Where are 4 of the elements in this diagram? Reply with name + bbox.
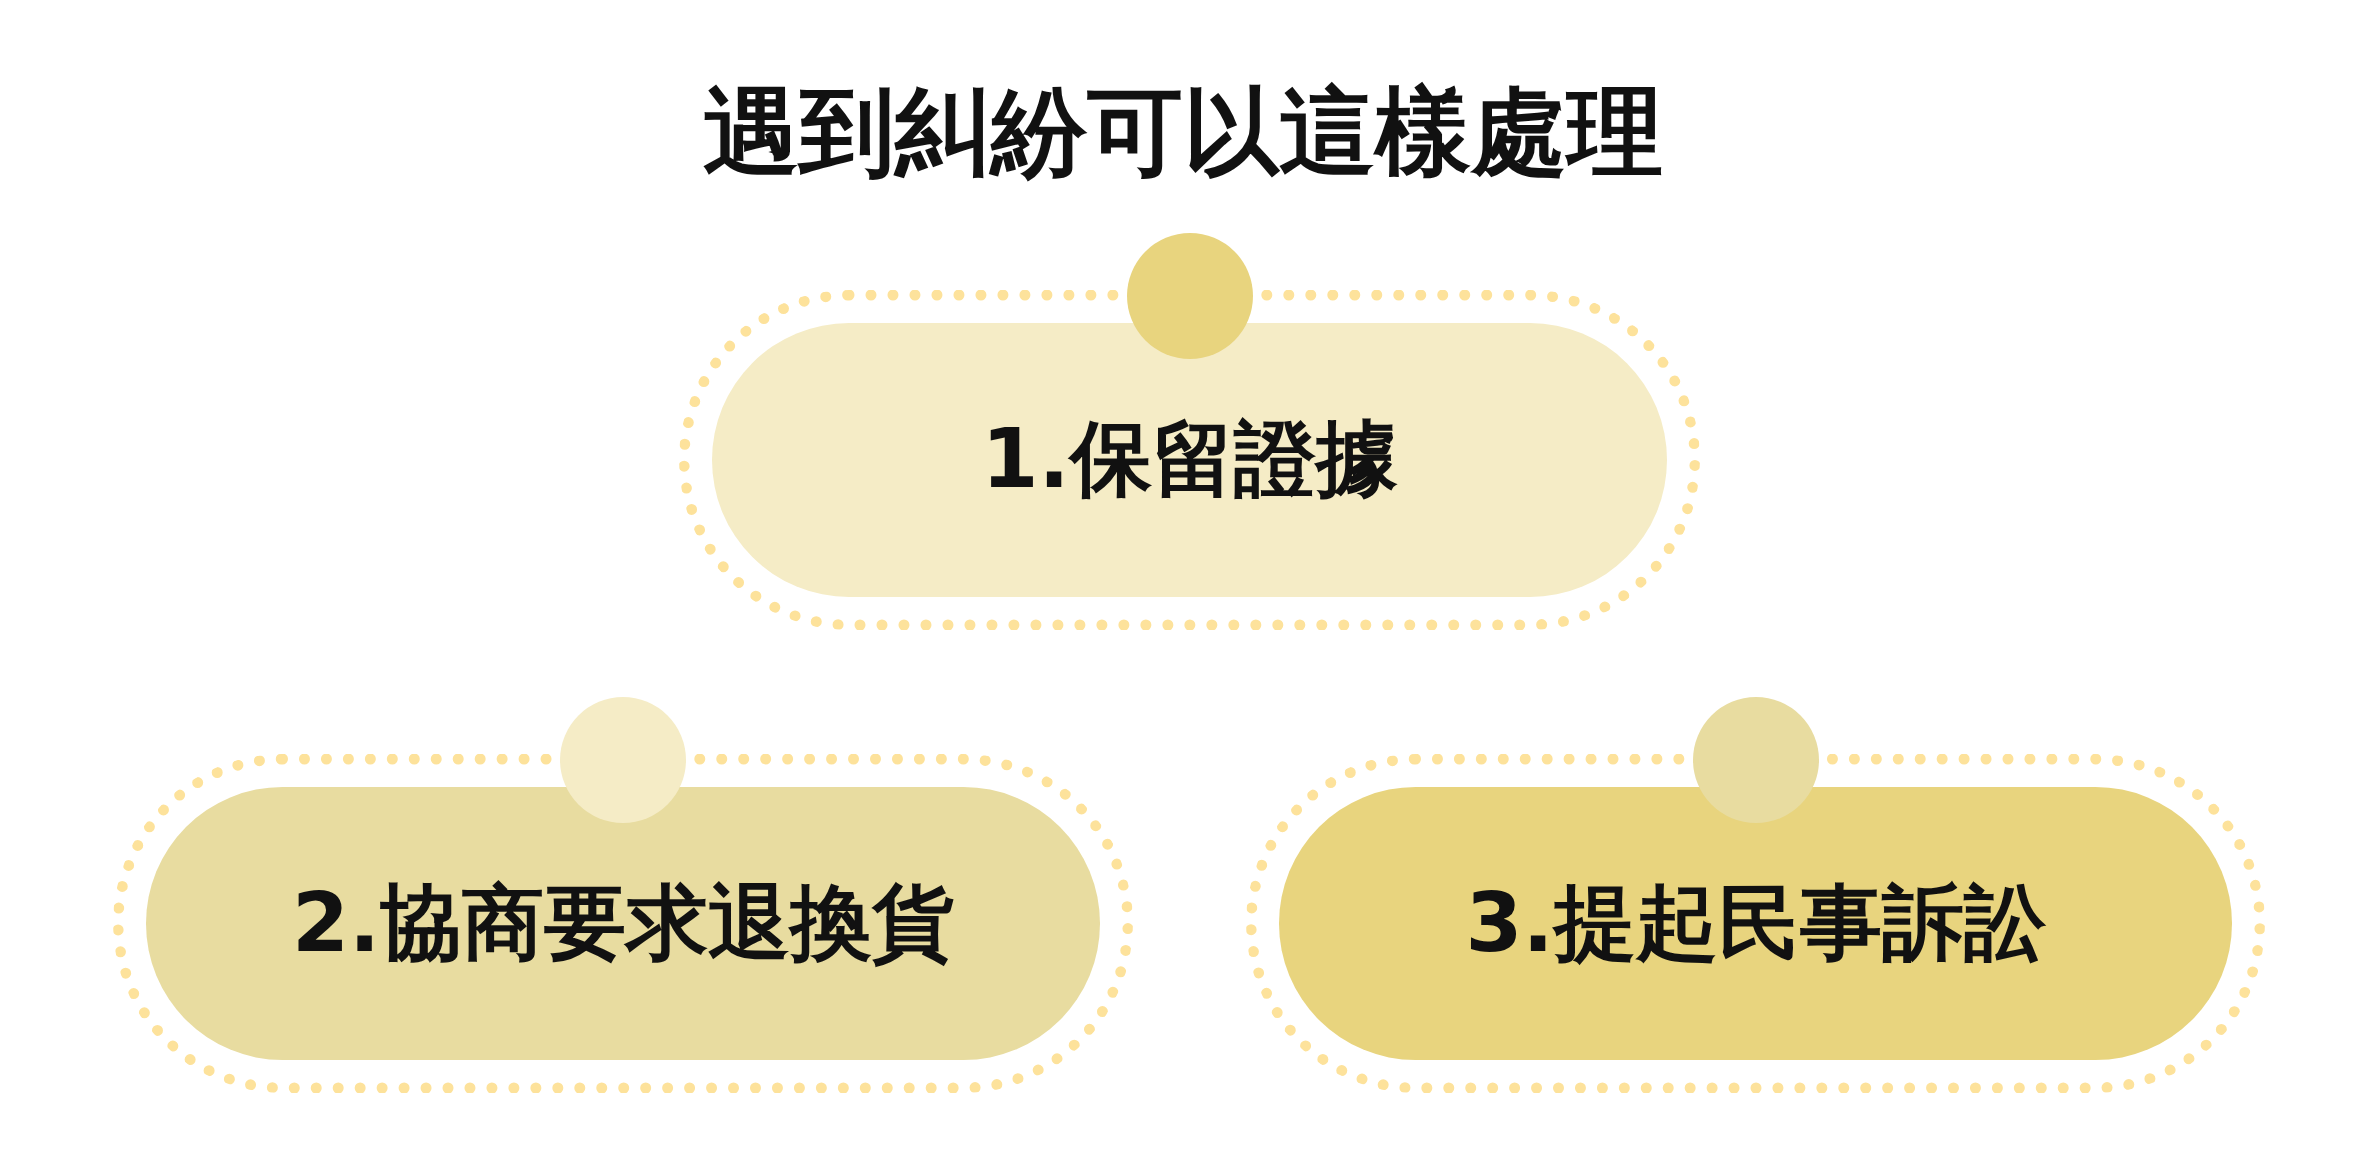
- step-label: 2.協商要求退換貨: [291, 873, 955, 972]
- title: 遇到糾紛可以這樣處理: [701, 80, 1664, 186]
- step-label: 3.提起民事訴訟: [1465, 873, 2046, 972]
- step-label: 1.保留證據: [981, 410, 1398, 508]
